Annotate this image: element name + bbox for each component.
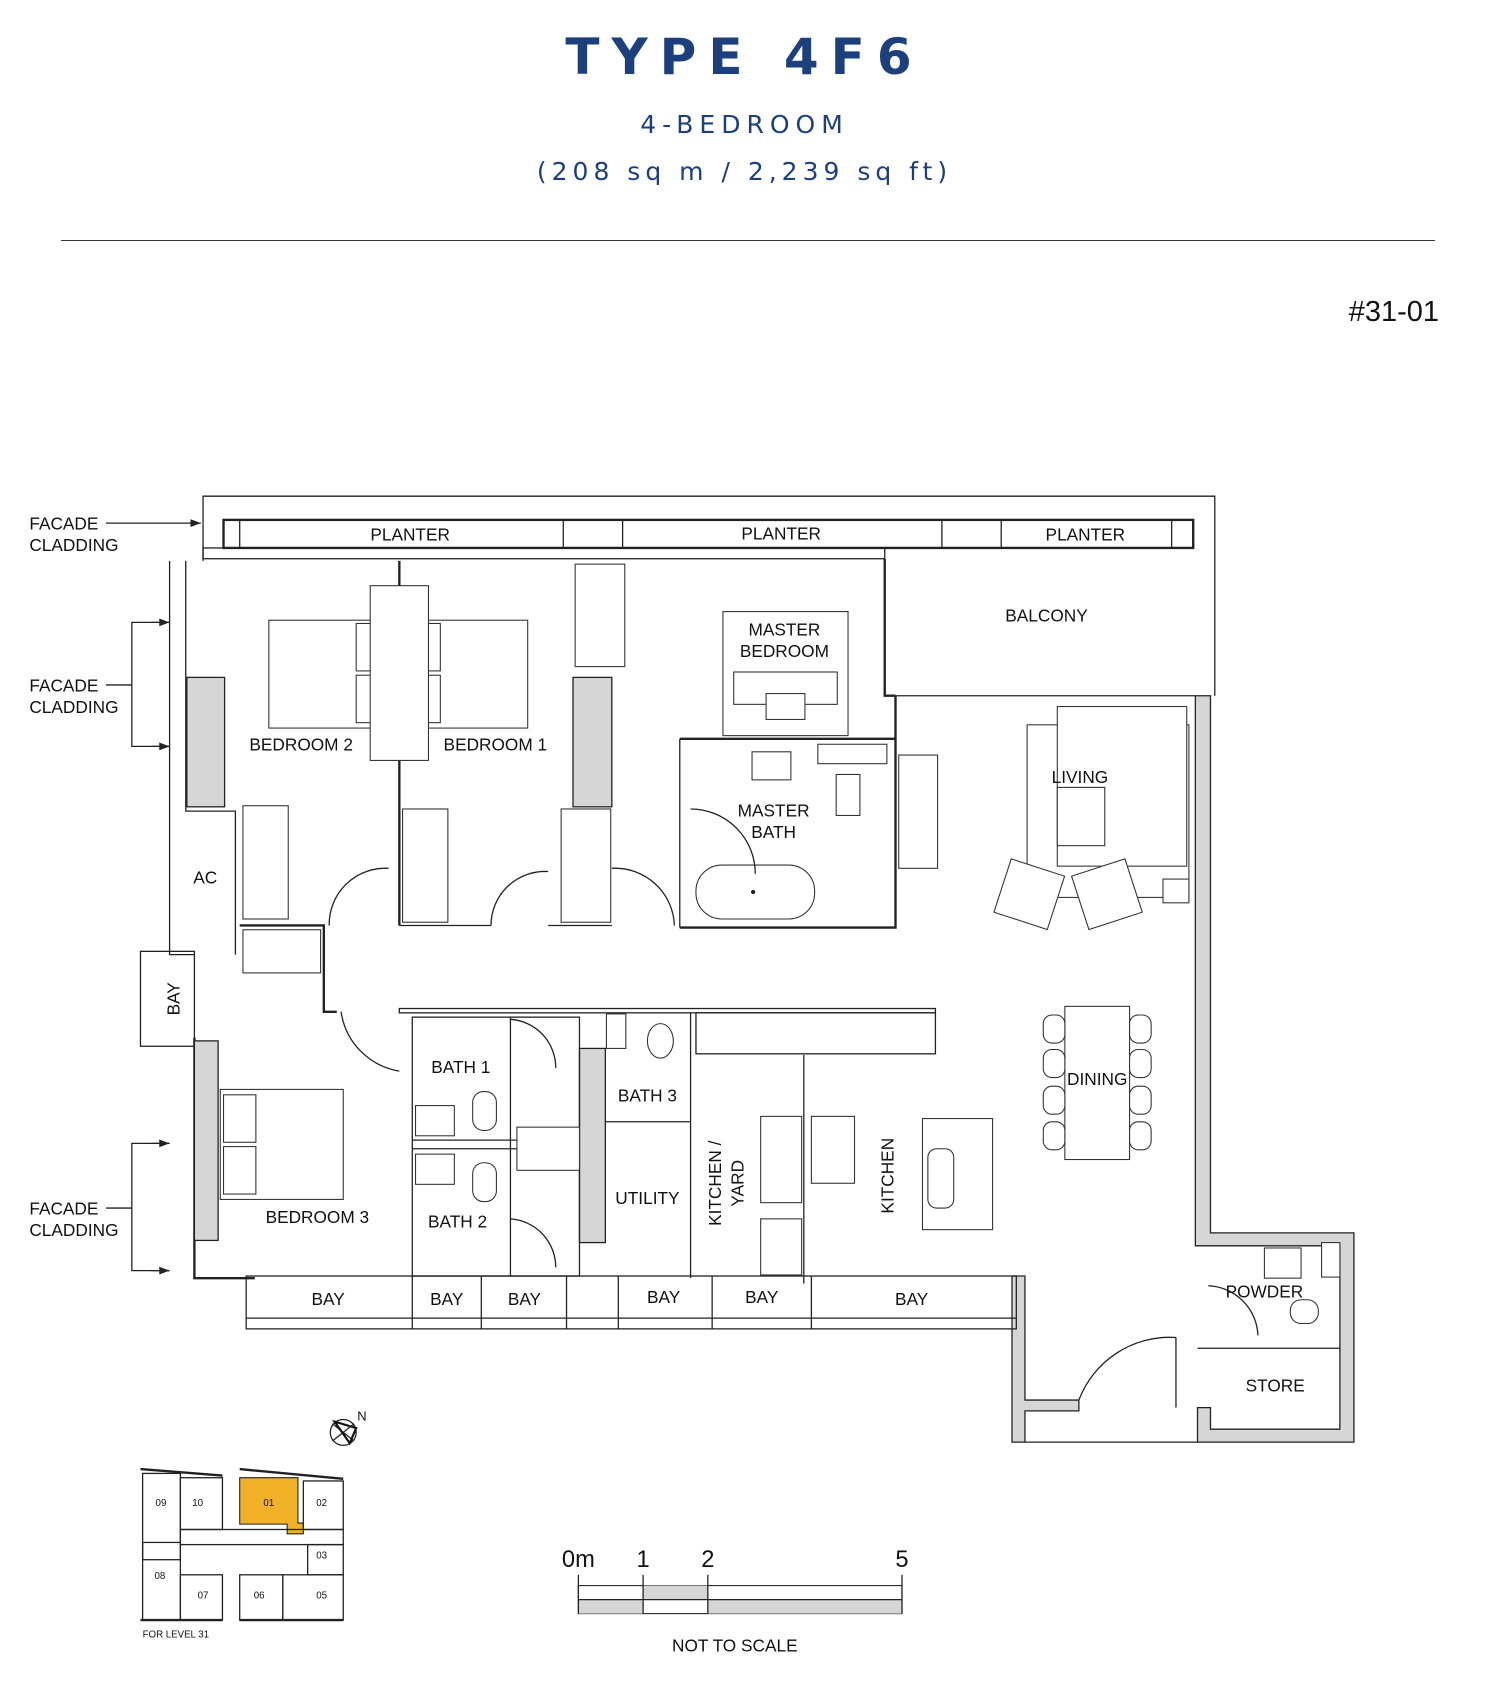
plan-type-title: TYPE 4F6	[565, 28, 924, 86]
facade-callouts	[105, 519, 201, 1275]
key-unit-label: 10	[192, 1498, 203, 1509]
key-unit-label: 05	[316, 1591, 327, 1602]
bay-label: BAY	[647, 1287, 681, 1307]
bath1-label: BATH 1	[431, 1057, 490, 1077]
scale-tick-label: 1	[637, 1547, 650, 1573]
furniture	[219, 563, 1341, 1401]
key-unit-label: 03	[316, 1551, 327, 1562]
walls	[139, 558, 1355, 1443]
bedroom2-label: BEDROOM 2	[249, 735, 353, 755]
bay-label: BAY	[745, 1287, 779, 1307]
facade-label: CLADDING	[29, 535, 118, 555]
bay-label: BAY	[508, 1289, 542, 1309]
master-bedroom-label: BEDROOM	[740, 641, 829, 661]
dining-label: DINING	[1067, 1069, 1127, 1089]
scale-tick-label: 2	[701, 1547, 714, 1573]
key-unit-label: 09	[156, 1498, 167, 1509]
bay-strip	[245, 1275, 1017, 1330]
master-bedroom-label: MASTER	[748, 619, 820, 639]
balcony-label: BALCONY	[1005, 605, 1088, 625]
kitchen-label: KITCHEN	[877, 1138, 897, 1214]
ac-label: AC	[193, 867, 217, 887]
scale-tick-label: 5	[895, 1547, 908, 1573]
key-unit-label: 02	[316, 1498, 327, 1509]
bath3-label: BATH 3	[618, 1085, 677, 1105]
key-unit-label: 07	[198, 1591, 209, 1602]
facade-label: CLADDING	[29, 1220, 118, 1240]
key-unit-label: 08	[154, 1571, 165, 1582]
powder-label: POWDER	[1226, 1282, 1304, 1302]
facade-label: FACADE	[29, 675, 98, 695]
facade-label: FACADE	[29, 514, 98, 534]
north-label: N	[357, 1409, 366, 1424]
side-bay-label: BAY	[163, 982, 183, 1016]
key-plan: 09 10 01 02 03 08 07 06 05 FOR LEVEL 31	[140, 1467, 344, 1640]
master-bath-label: BATH	[751, 822, 796, 842]
bath2-label: BATH 2	[428, 1211, 487, 1231]
bedroom-count: 4-BEDROOM	[640, 110, 849, 139]
planter-label: PLANTER	[370, 524, 450, 544]
facade-outline	[202, 495, 1216, 696]
planter-label: PLANTER	[741, 523, 821, 543]
key-unit-label: 06	[254, 1591, 265, 1602]
living-label: LIVING	[1052, 767, 1109, 787]
unit-area: (208 sq m / 2,239 sq ft)	[536, 157, 953, 186]
bay-label: BAY	[312, 1289, 346, 1309]
north-compass-icon: N	[329, 1409, 367, 1447]
unit-number: #31-01	[1348, 296, 1439, 328]
bedroom1-label: BEDROOM 1	[444, 735, 548, 755]
key-unit-01-highlight	[239, 1477, 304, 1535]
key-unit-label-highlighted: 01	[263, 1498, 274, 1509]
not-to-scale-note: NOT TO SCALE	[672, 1635, 798, 1655]
kitchen-yard-label: YARD	[727, 1160, 747, 1207]
master-bath-label: MASTER	[738, 801, 810, 821]
facade-label: CLADDING	[29, 697, 118, 717]
divider	[61, 240, 1435, 241]
bay-label: BAY	[430, 1289, 464, 1309]
planter-label: PLANTER	[1046, 524, 1126, 544]
facade-label: FACADE	[29, 1199, 98, 1219]
utility-label: UTILITY	[615, 1188, 680, 1208]
store-label: STORE	[1246, 1375, 1305, 1395]
bay-label: BAY	[895, 1289, 929, 1309]
kitchen-yard-label: KITCHEN /	[705, 1140, 725, 1226]
scale-tick-label: 0m	[562, 1547, 595, 1573]
key-plan-caption: FOR LEVEL 31	[143, 1629, 209, 1640]
scale-bar: 0m 1 2 5 NOT TO SCALE	[562, 1547, 909, 1655]
room-labels: BALCONY MASTER BEDROOM BEDROOM 2 BEDROOM…	[163, 605, 1304, 1395]
bedroom3-label: BEDROOM 3	[266, 1207, 370, 1227]
